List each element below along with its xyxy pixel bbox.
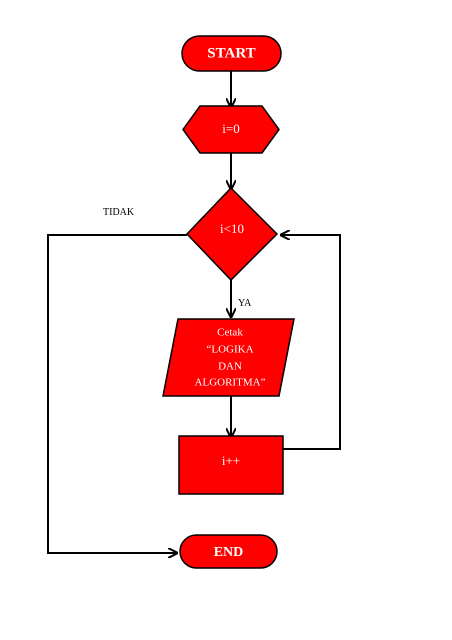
output-parallelogram-shape [162, 318, 295, 397]
no-branch-label: TIDAK [103, 207, 135, 218]
init-hexagon-shape [182, 105, 280, 154]
increment-label: i++ [222, 453, 240, 468]
output-line-2: “LOGIKA [206, 344, 253, 356]
edge-no-to-end [47, 234, 187, 553]
output-line-1: Cetak [217, 327, 243, 339]
end-label: END [214, 545, 244, 560]
increment-node: i++ [178, 435, 284, 495]
decision-label: i<10 [220, 221, 244, 236]
output-line-4: ALGORITMA” [195, 377, 266, 389]
decision-node: i<10 [185, 186, 279, 282]
output-line-3: DAN [218, 361, 242, 373]
start-label: START [207, 45, 255, 61]
end-node: END [179, 534, 278, 569]
yes-branch-label: YA [238, 298, 252, 309]
edge-loop-back [282, 235, 341, 450]
increment-process-shape [178, 435, 284, 495]
init-node: i=0 [182, 105, 280, 154]
end-terminator-shape [179, 534, 278, 569]
start-terminator-shape [181, 35, 282, 72]
output-node: Cetak “LOGIKA DAN ALGORITMA” [162, 318, 295, 397]
decision-diamond-shape [185, 186, 279, 282]
init-label: i=0 [222, 121, 239, 136]
start-node: START [181, 35, 282, 72]
